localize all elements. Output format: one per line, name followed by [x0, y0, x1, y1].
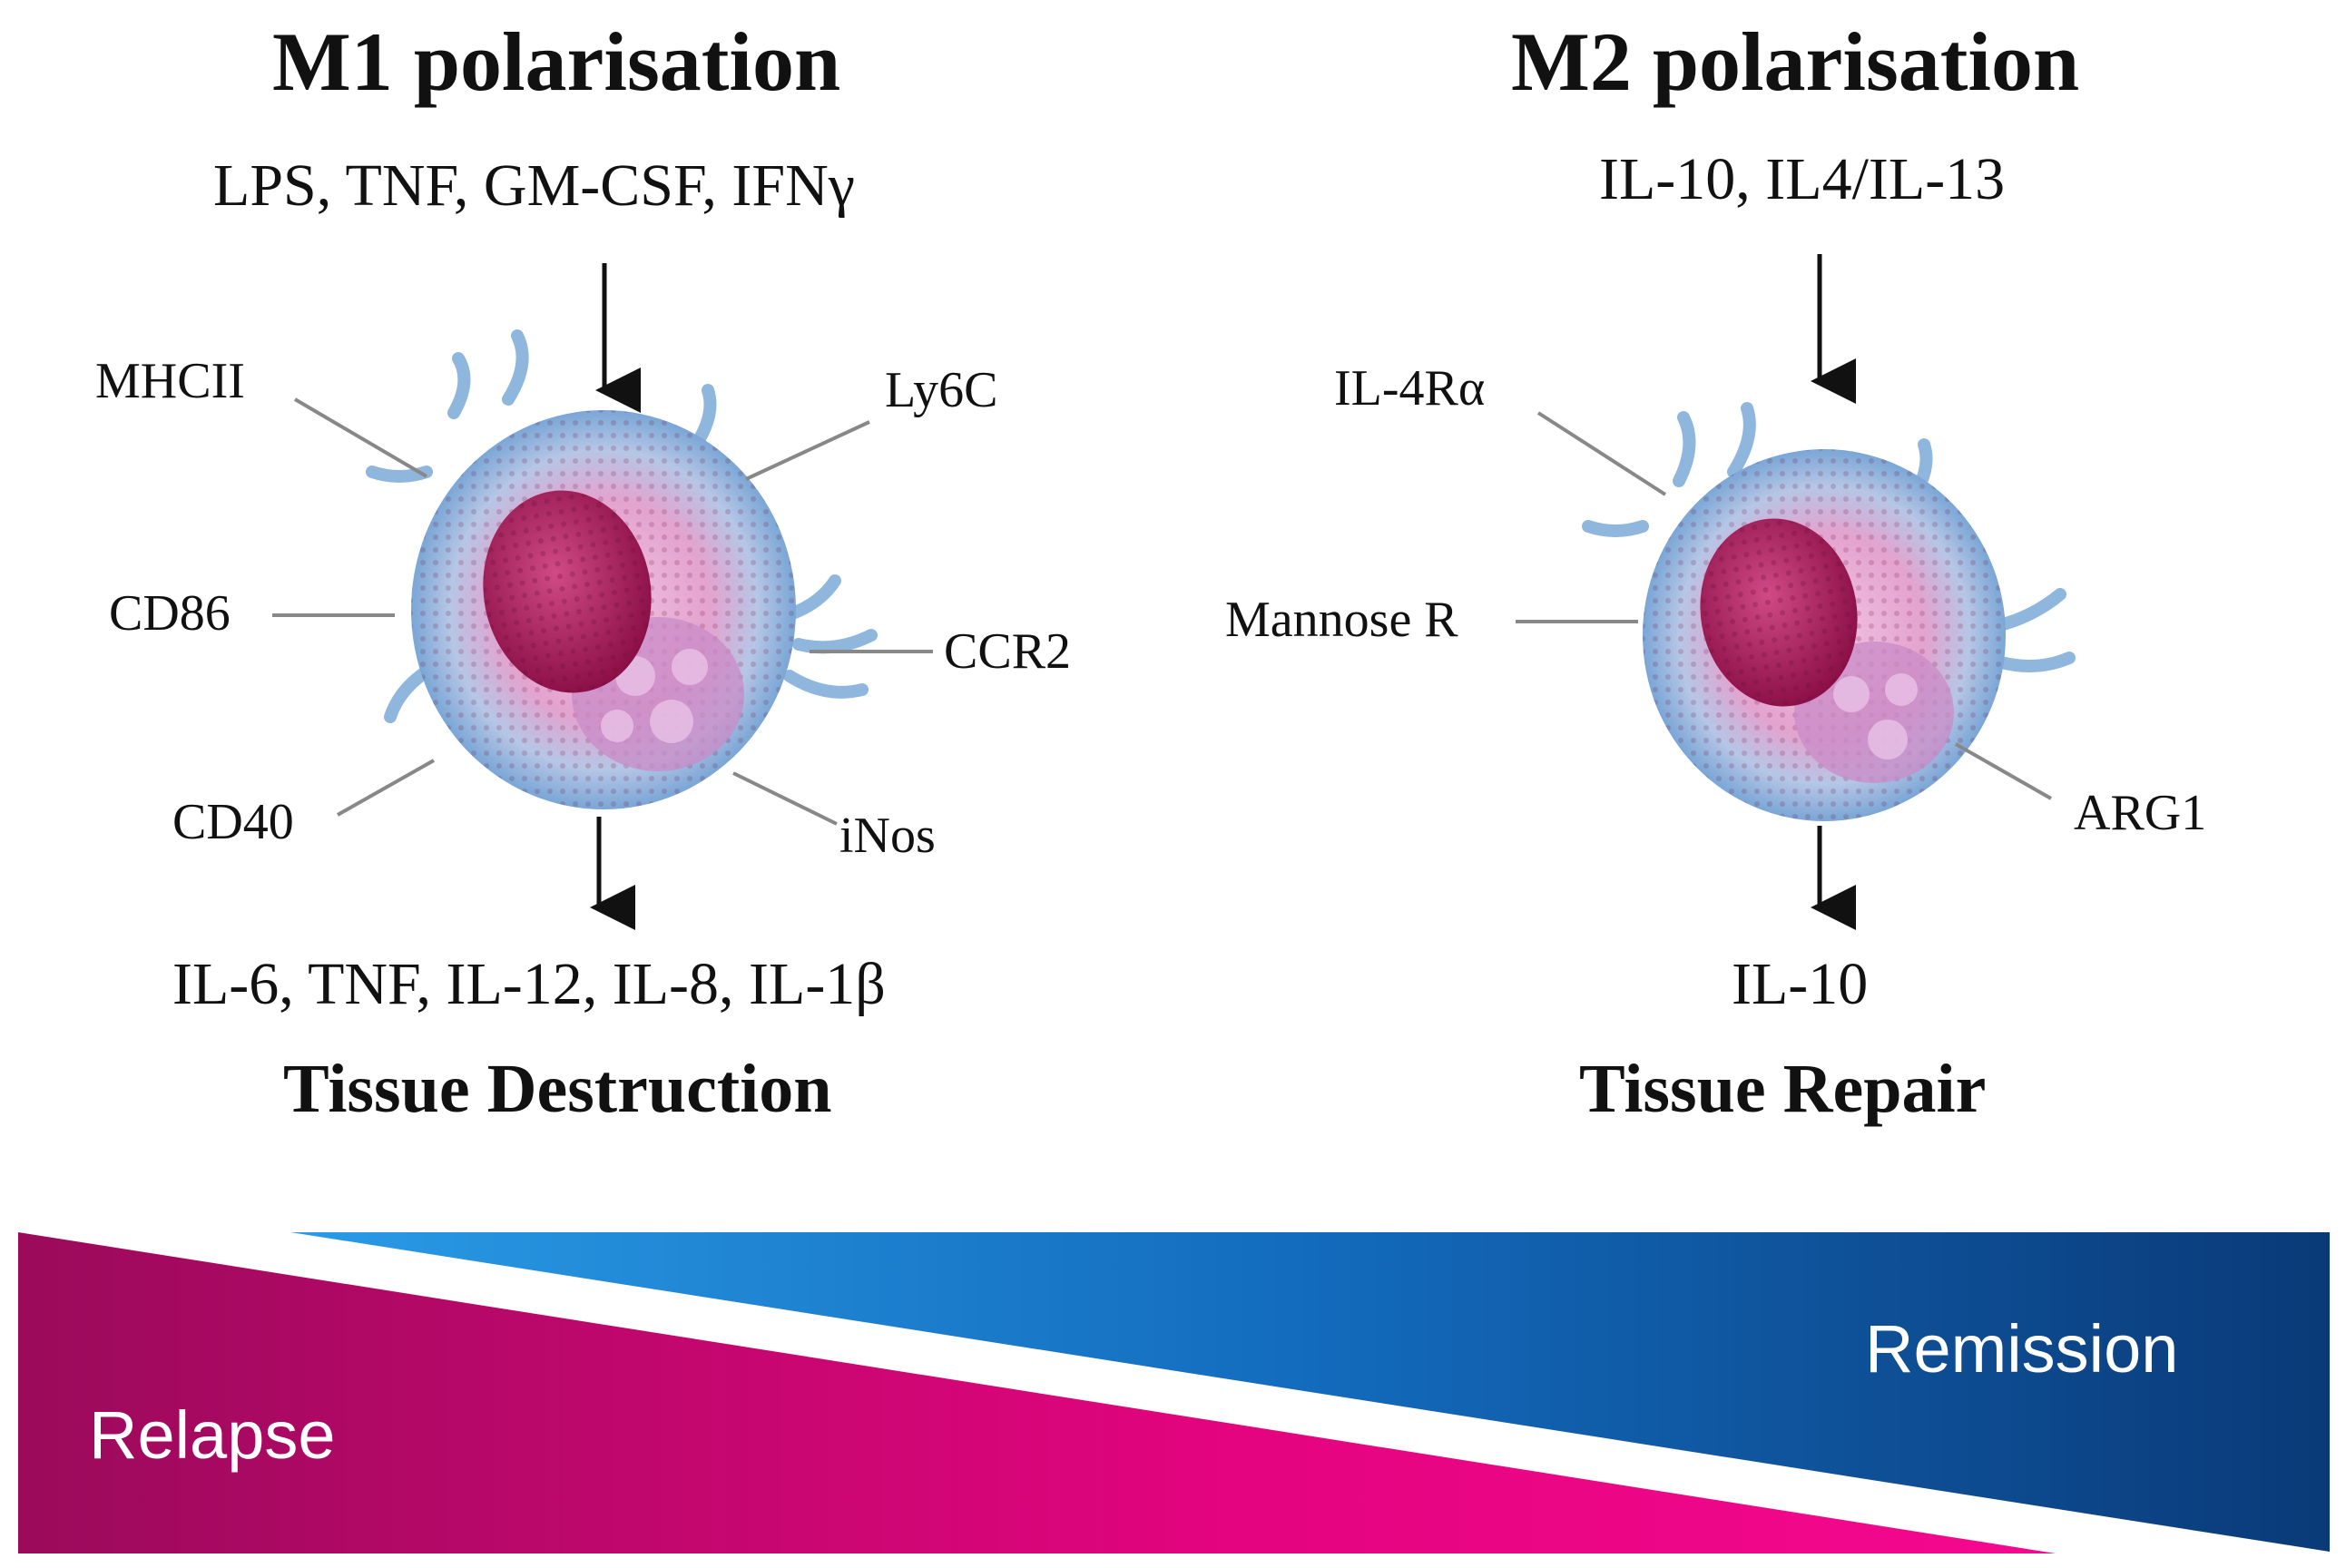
marker-cd40: CD40 [172, 794, 294, 850]
m2-macrophage-illustration [1582, 402, 2076, 821]
m2-title: M2 polarisation [1511, 15, 2080, 108]
mhcii-connector [293, 397, 428, 478]
relapse-wedge [18, 1232, 2056, 1553]
arg1-connector [1955, 742, 2052, 800]
ly6c-connector [745, 420, 870, 481]
m2-products: IL-10 [1732, 951, 1869, 1017]
m2-stimuli: IL-10, IL4/IL-13 [1599, 146, 2006, 212]
m1-title: M1 polarisation [272, 15, 841, 108]
il4ra-connector [1536, 411, 1667, 496]
inos-connector [732, 771, 838, 826]
relapse-label: Relapse [89, 1397, 336, 1473]
m1-outcome: Tissue Destruction [283, 1051, 832, 1127]
relapse-remission-band [18, 1232, 2330, 1553]
marker-inos: iNos [839, 808, 936, 864]
marker-ly6c: Ly6C [885, 362, 998, 418]
m1-macrophage-illustration [366, 329, 878, 809]
marker-mannose-r: Mannose R [1225, 592, 1458, 648]
marker-mhcii: MHCII [95, 353, 245, 409]
marker-ccr2: CCR2 [944, 623, 1072, 680]
m2-outcome: Tissue Repair [1579, 1051, 1987, 1127]
remission-label: Remission [1865, 1311, 2179, 1387]
marker-il4ra: IL-4Rα [1334, 360, 1486, 416]
m2-marker-connectors [1516, 411, 2052, 800]
marker-arg1: ARG1 [2074, 785, 2207, 841]
m1-stimuli: LPS, TNF, GM-CSF, IFNγ [213, 152, 855, 219]
marker-cd86: CD86 [109, 585, 231, 642]
m1-marker-connectors [272, 397, 933, 826]
cd40-connector [337, 759, 435, 817]
m1-products: IL-6, TNF, IL-12, IL-8, IL-1β [172, 951, 886, 1017]
remission-wedge [290, 1232, 2330, 1552]
